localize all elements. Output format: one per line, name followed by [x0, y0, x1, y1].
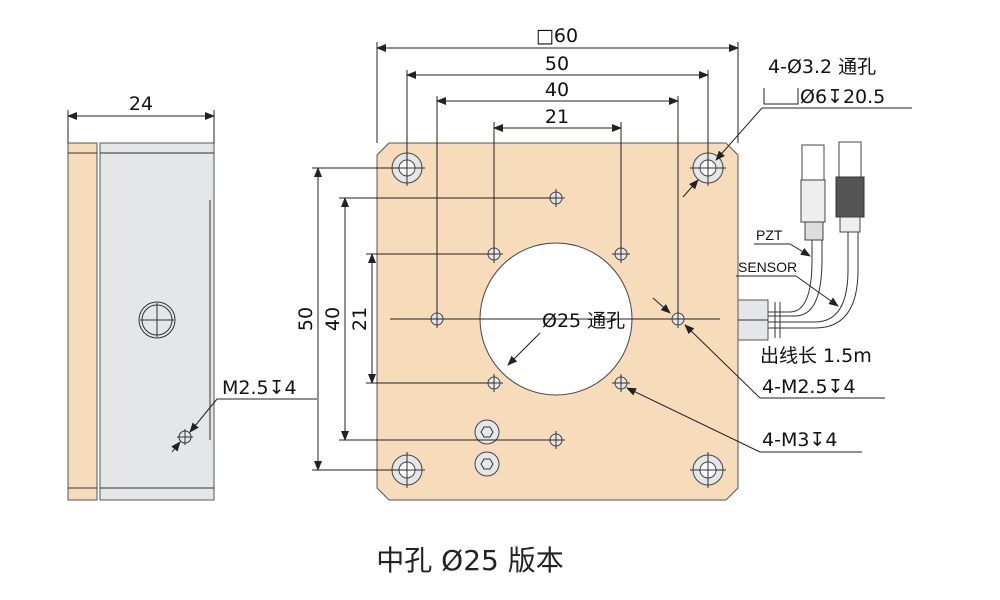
dim-21: 21 — [545, 106, 569, 128]
side-view: 24 M2.5↧4 — [67, 93, 317, 501]
side-width-dim: 24 — [129, 93, 153, 115]
counterbore-label: Ø6↧20.5 — [800, 86, 885, 108]
dim-v40: 40 — [322, 307, 344, 331]
side-hole-icon — [138, 301, 176, 339]
cable-length-label: 出线长 1.5m — [760, 345, 872, 367]
threaded-hole-icon — [612, 374, 630, 392]
mount-holes-label: 4-Ø3.2 通孔 — [768, 56, 876, 78]
bolt-icon — [474, 419, 500, 477]
m25-label: 4-M2.5↧4 — [762, 376, 856, 398]
center-hole-label: Ø25 通孔 — [542, 310, 625, 332]
dim-v50: 50 — [295, 307, 317, 331]
vertical-dimensions: 50 40 21 — [295, 167, 720, 471]
side-thread-hole-icon — [177, 429, 193, 445]
dim-50: 50 — [545, 53, 569, 75]
pzt-label: PZT — [756, 227, 783, 243]
dim-40: 40 — [545, 79, 569, 101]
side-thread-label: M2.5↧4 — [222, 377, 297, 399]
counterbore-hole-icon — [690, 452, 726, 488]
m3-label: 4-M3↧4 — [762, 429, 837, 451]
cable-connector — [737, 141, 865, 341]
sensor-label: SENSOR — [738, 259, 797, 275]
horizontal-dimensions: □60 50 40 21 — [376, 25, 739, 319]
callouts: 4-Ø3.2 通孔 Ø6↧20.5 Ø25 通孔 出线长 1.5m 4-M2.5… — [507, 56, 912, 453]
dim-v21: 21 — [349, 307, 371, 331]
caption: 中孔 Ø25 版本 — [376, 544, 563, 577]
dim-square-60: □60 — [536, 25, 578, 47]
